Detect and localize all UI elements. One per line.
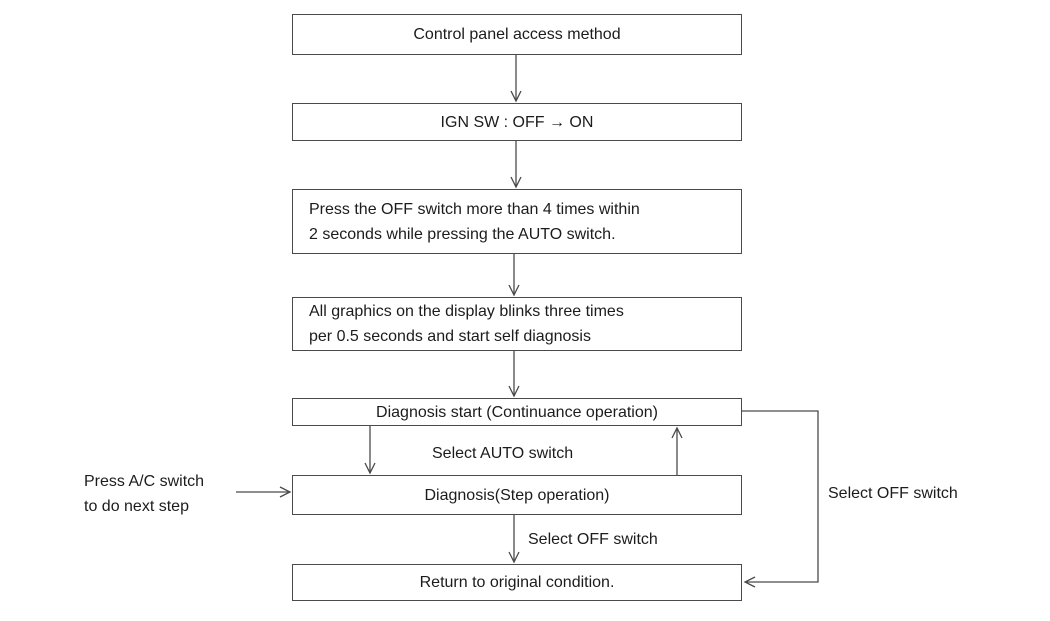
- label-select-auto-switch: Select AUTO switch: [432, 445, 574, 462]
- box-control-panel-access-method: Control panel access method: [292, 14, 742, 55]
- connector-diagnosis-start-to-return: [742, 410, 819, 588]
- label-select-off-switch-center: Select OFF switch: [528, 531, 658, 548]
- box-return-original-condition: Return to original condition.: [292, 564, 742, 601]
- label-select-off-switch-right: Select OFF switch: [828, 485, 958, 502]
- box-diagnosis-start-continuance: Diagnosis start (Continuance operation): [292, 398, 742, 426]
- box-diagnosis-step-operation: Diagnosis(Step operation): [292, 475, 742, 515]
- label-press-ac-switch-next-step: Press A/C switch to do next step: [84, 473, 205, 515]
- box-ign-switch-off-on: IGN SW : OFF → ON: [292, 103, 742, 141]
- box-display-blinks-self-diagnosis: All graphics on the display blinks three…: [292, 297, 742, 351]
- box-press-off-switch: Press the OFF switch more than 4 times w…: [292, 189, 742, 254]
